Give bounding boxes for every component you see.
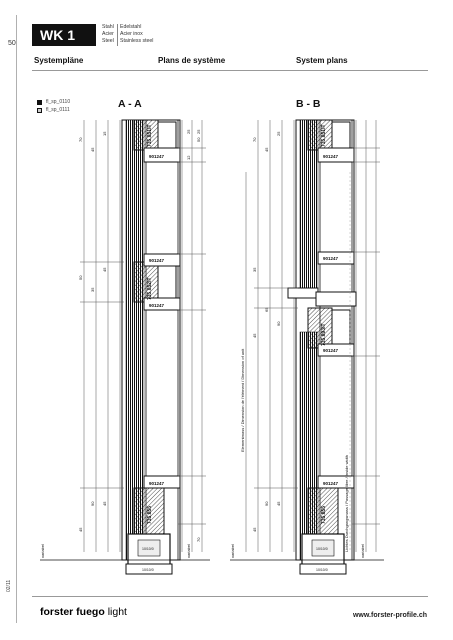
legend-label: fl_sp_0110	[46, 99, 71, 105]
footer-rule	[32, 596, 428, 597]
legend-swatch-dark	[37, 99, 42, 105]
issue-date: 02/11	[6, 579, 12, 592]
dimension-value: 45	[90, 147, 95, 152]
dimension-value: 25	[196, 129, 201, 134]
dimension-value: 50	[196, 137, 201, 142]
part-label: 901247	[323, 256, 339, 261]
section-b-drawing	[230, 119, 384, 575]
inside-width-label: Lichtes Durchgangsmass / Passage libre /…	[344, 455, 349, 552]
profile-label: 735.893IT	[321, 323, 327, 346]
dimension-value: 45	[264, 147, 269, 152]
material-label: Stainless steel	[120, 38, 154, 44]
heading-german: Systempläne	[34, 56, 84, 65]
dimension-value: 90	[264, 501, 269, 506]
variable-label: variabel	[230, 544, 235, 558]
logo-light: light	[107, 606, 127, 618]
dimension-value: 70	[196, 537, 201, 542]
legend-item: fl_sp_0111	[37, 106, 70, 114]
material-column-right: Edelstahl Acier inox Stainless steel	[120, 24, 153, 45]
part-label: 901247	[149, 154, 165, 159]
section-title-a: A - A	[118, 98, 142, 110]
part-label: 901247	[149, 258, 165, 263]
profile-label: 735.851IT	[321, 124, 327, 147]
dimension-value: 70	[78, 137, 83, 142]
variable-label: variabel	[186, 544, 191, 558]
legend-item: fl_sp_0110	[37, 98, 70, 106]
section-title-b: B - B	[296, 98, 321, 110]
material-label: Edelstahl	[120, 24, 142, 30]
catalog-code-badge: WK 1	[32, 24, 96, 46]
dimension-value: 45	[276, 501, 281, 506]
dimension-value: 15	[102, 131, 107, 136]
dimension-value: 45	[252, 333, 257, 338]
unit-dimension-label: Elementmass / Dimension de l'élément / D…	[240, 348, 245, 452]
dimension-value: 70	[252, 137, 257, 142]
dimension-value: 35	[90, 287, 95, 292]
profile-label: 735.852IT	[147, 277, 153, 300]
material-label: Steel	[102, 38, 114, 44]
dimension-value: 35	[252, 267, 257, 272]
variable-label: variabel	[360, 544, 365, 558]
dimension-value: 25	[276, 131, 281, 136]
base-label: 10/10/0	[142, 568, 154, 572]
legend: fl_sp_0110 fl_sp_0111	[37, 98, 70, 114]
profile-label: 735.851IT	[147, 124, 153, 147]
header-rule	[32, 70, 428, 71]
material-label: Stahl	[102, 24, 114, 30]
left-margin-rule	[16, 15, 17, 623]
profile-label: 735.855	[321, 506, 327, 524]
material-label: Acier	[102, 31, 114, 37]
profile-label: 735.855	[147, 506, 153, 524]
dimension-value: 90	[276, 321, 281, 326]
website-url: www.forster-profile.ch	[352, 612, 427, 619]
dimension-value: 12	[186, 155, 191, 160]
base-label: 10/10/0	[142, 547, 154, 551]
variable-label: variabel	[40, 544, 45, 558]
system-plan-drawing: 735.851IT 735.852IT 735.855 735.851IT 73…	[40, 119, 384, 575]
heading-english: System plans	[296, 56, 348, 65]
part-label: 901247	[323, 348, 339, 353]
part-label: 901247	[149, 303, 165, 308]
dimension-value: 65	[264, 307, 269, 312]
legend-label: fl_sp_0111	[46, 107, 70, 113]
dimension-value: 90	[90, 501, 95, 506]
base-label: 10/10/0	[316, 547, 328, 551]
page-number: 50	[8, 40, 16, 47]
part-label: 901247	[323, 154, 339, 159]
part-label: 901247	[323, 481, 339, 486]
material-column-left: Stahl Acier Steel	[102, 24, 114, 45]
dimension-value: 45	[78, 527, 83, 532]
brand-logo: forster fuego light	[40, 606, 127, 618]
base-label: 10/10/0	[316, 568, 328, 572]
part-label: 901247	[149, 481, 165, 486]
heading-french: Plans de système	[158, 56, 226, 65]
dimension-value: 45	[102, 501, 107, 506]
dimension-value: 50	[78, 275, 83, 280]
dimension-value: 45	[252, 527, 257, 532]
legend-swatch-light	[37, 107, 42, 113]
section-a-drawing	[40, 119, 210, 575]
material-separator	[117, 24, 118, 46]
material-label: Acier inox	[120, 31, 143, 37]
dimension-value: 25	[186, 129, 191, 134]
logo-main: forster fuego	[40, 606, 105, 618]
dimension-value: 45	[102, 267, 107, 272]
